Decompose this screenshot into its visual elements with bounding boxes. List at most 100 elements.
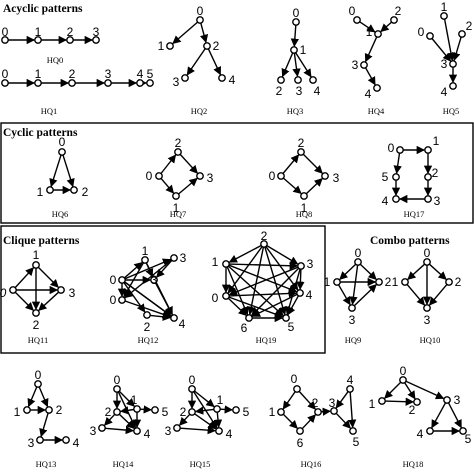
edge-hq9-2 — [349, 265, 359, 306]
edge-hq15-6 — [180, 425, 217, 435]
node-hq14-0 — [113, 385, 121, 393]
caption-hq14: HQ14 — [113, 459, 135, 469]
node-hq3-3 — [294, 76, 302, 84]
node-label-hq14-2: 2 — [105, 405, 112, 419]
combo-title: Combo patterns — [370, 235, 450, 247]
edge-hq19-1 — [266, 244, 299, 265]
edge-hq16-3 — [301, 414, 316, 430]
node-hq6-1 — [46, 186, 54, 194]
node-label-hq3-1: 1 — [300, 43, 307, 57]
edge-hq19-13 — [251, 267, 300, 316]
edge-hq2-2 — [186, 48, 206, 76]
node-hq8-2 — [297, 148, 305, 156]
edge-hq16-5 — [335, 391, 349, 409]
node-hq1-0 — [1, 79, 9, 87]
edge-hq15-7 — [213, 412, 223, 429]
edge-hq8-1 — [282, 177, 302, 195]
edge-hq19-8 — [228, 264, 298, 293]
edge-hq5-2 — [452, 36, 462, 62]
edge-hq2-0 — [172, 21, 199, 45]
edge-hq18-5 — [447, 402, 462, 429]
edge-hq19-12 — [296, 269, 305, 291]
edge-hq16-7 — [347, 392, 357, 429]
node-label-hq6-0: 0 — [59, 135, 66, 149]
edge-hq18-0 — [384, 381, 402, 399]
edge-hq19-10 — [227, 265, 284, 317]
edge-hq14-1 — [140, 405, 153, 414]
edge-hq12-10 — [124, 281, 172, 317]
node-label-hq4-2: 2 — [395, 4, 402, 18]
caption-hq0: HQ0 — [47, 55, 64, 65]
node-hq8-1 — [300, 192, 308, 200]
edge-hq8-3 — [305, 178, 323, 195]
node-hq17-3 — [424, 195, 432, 203]
edge-hq9-0 — [339, 263, 357, 280]
caption-hq12: HQ12 — [138, 335, 159, 345]
node-label-hq15-2: 2 — [180, 405, 187, 419]
node-hq10-0 — [423, 258, 431, 266]
node-hq16-2 — [314, 408, 322, 416]
edge-hq17-5 — [393, 153, 402, 175]
node-label-hq3-0: 0 — [293, 6, 300, 20]
node-hq17-1 — [424, 146, 432, 154]
node-hq12-4 — [118, 296, 126, 304]
node-hq19-0 — [260, 240, 268, 248]
clique-title: Clique patterns — [3, 235, 80, 247]
node-label-hq2-1: 1 — [158, 39, 165, 53]
node-label-hq1-2: 2 — [69, 67, 76, 81]
node-label-hq16-0: 0 — [291, 372, 298, 386]
node-hq14-2 — [113, 408, 121, 416]
caption-hq8: HQ8 — [296, 209, 313, 219]
node-hq13-4 — [62, 436, 70, 444]
node-label-hq18-1: 1 — [369, 397, 376, 411]
edge-hq14-8 — [117, 391, 137, 429]
node-hq14-3 — [98, 424, 106, 432]
edge-hq12-14 — [150, 312, 172, 321]
node-hq18-3 — [443, 396, 451, 404]
edge-hq12-9 — [156, 259, 173, 278]
node-label-hq0-0: 0 — [2, 25, 9, 39]
caption-hq4: HQ4 — [368, 106, 385, 116]
caption-hq13: HQ13 — [36, 459, 57, 469]
node-label-hq18-0: 0 — [400, 364, 407, 378]
node-label-hq19-2: 3 — [307, 257, 314, 271]
caption-hq7: HQ7 — [170, 209, 187, 219]
node-label-hq5-3: 3 — [441, 57, 448, 71]
edge-hq16-6 — [335, 412, 351, 429]
edge-hq7-0 — [160, 154, 177, 174]
node-label-hq14-0: 0 — [114, 373, 121, 387]
node-hq4-1 — [374, 30, 382, 38]
node-hq5-2 — [458, 30, 466, 38]
node-hq14-4 — [133, 427, 141, 435]
edge-hq7-1 — [160, 177, 175, 194]
node-label-hq4-1: 1 — [366, 25, 373, 39]
node-hq10-1 — [401, 278, 409, 286]
node-label-hq9-2: 2 — [385, 275, 392, 289]
node-label-hq17-0: 0 — [388, 141, 395, 155]
edge-hq19-19 — [287, 295, 300, 316]
node-hq16-3 — [330, 407, 338, 415]
node-hq9-0 — [354, 258, 362, 266]
node-label-hq16-4: 4 — [347, 373, 354, 387]
node-hq12-3 — [150, 276, 158, 284]
caption-hq16: HQ16 — [301, 459, 322, 469]
node-hq0-0 — [1, 36, 9, 44]
node-label-hq15-3: 3 — [165, 424, 172, 438]
node-hq12-2 — [118, 276, 126, 284]
node-label-hq15-4: 4 — [226, 427, 233, 441]
node-hq15-3 — [173, 424, 181, 432]
edge-hq13-0 — [27, 386, 38, 408]
node-hq15-0 — [188, 385, 196, 393]
node-hq16-1 — [277, 408, 285, 416]
edge-hq4-3 — [364, 67, 376, 86]
node-hq13-3 — [36, 436, 44, 444]
node-label-hq16-6: 6 — [297, 436, 304, 450]
